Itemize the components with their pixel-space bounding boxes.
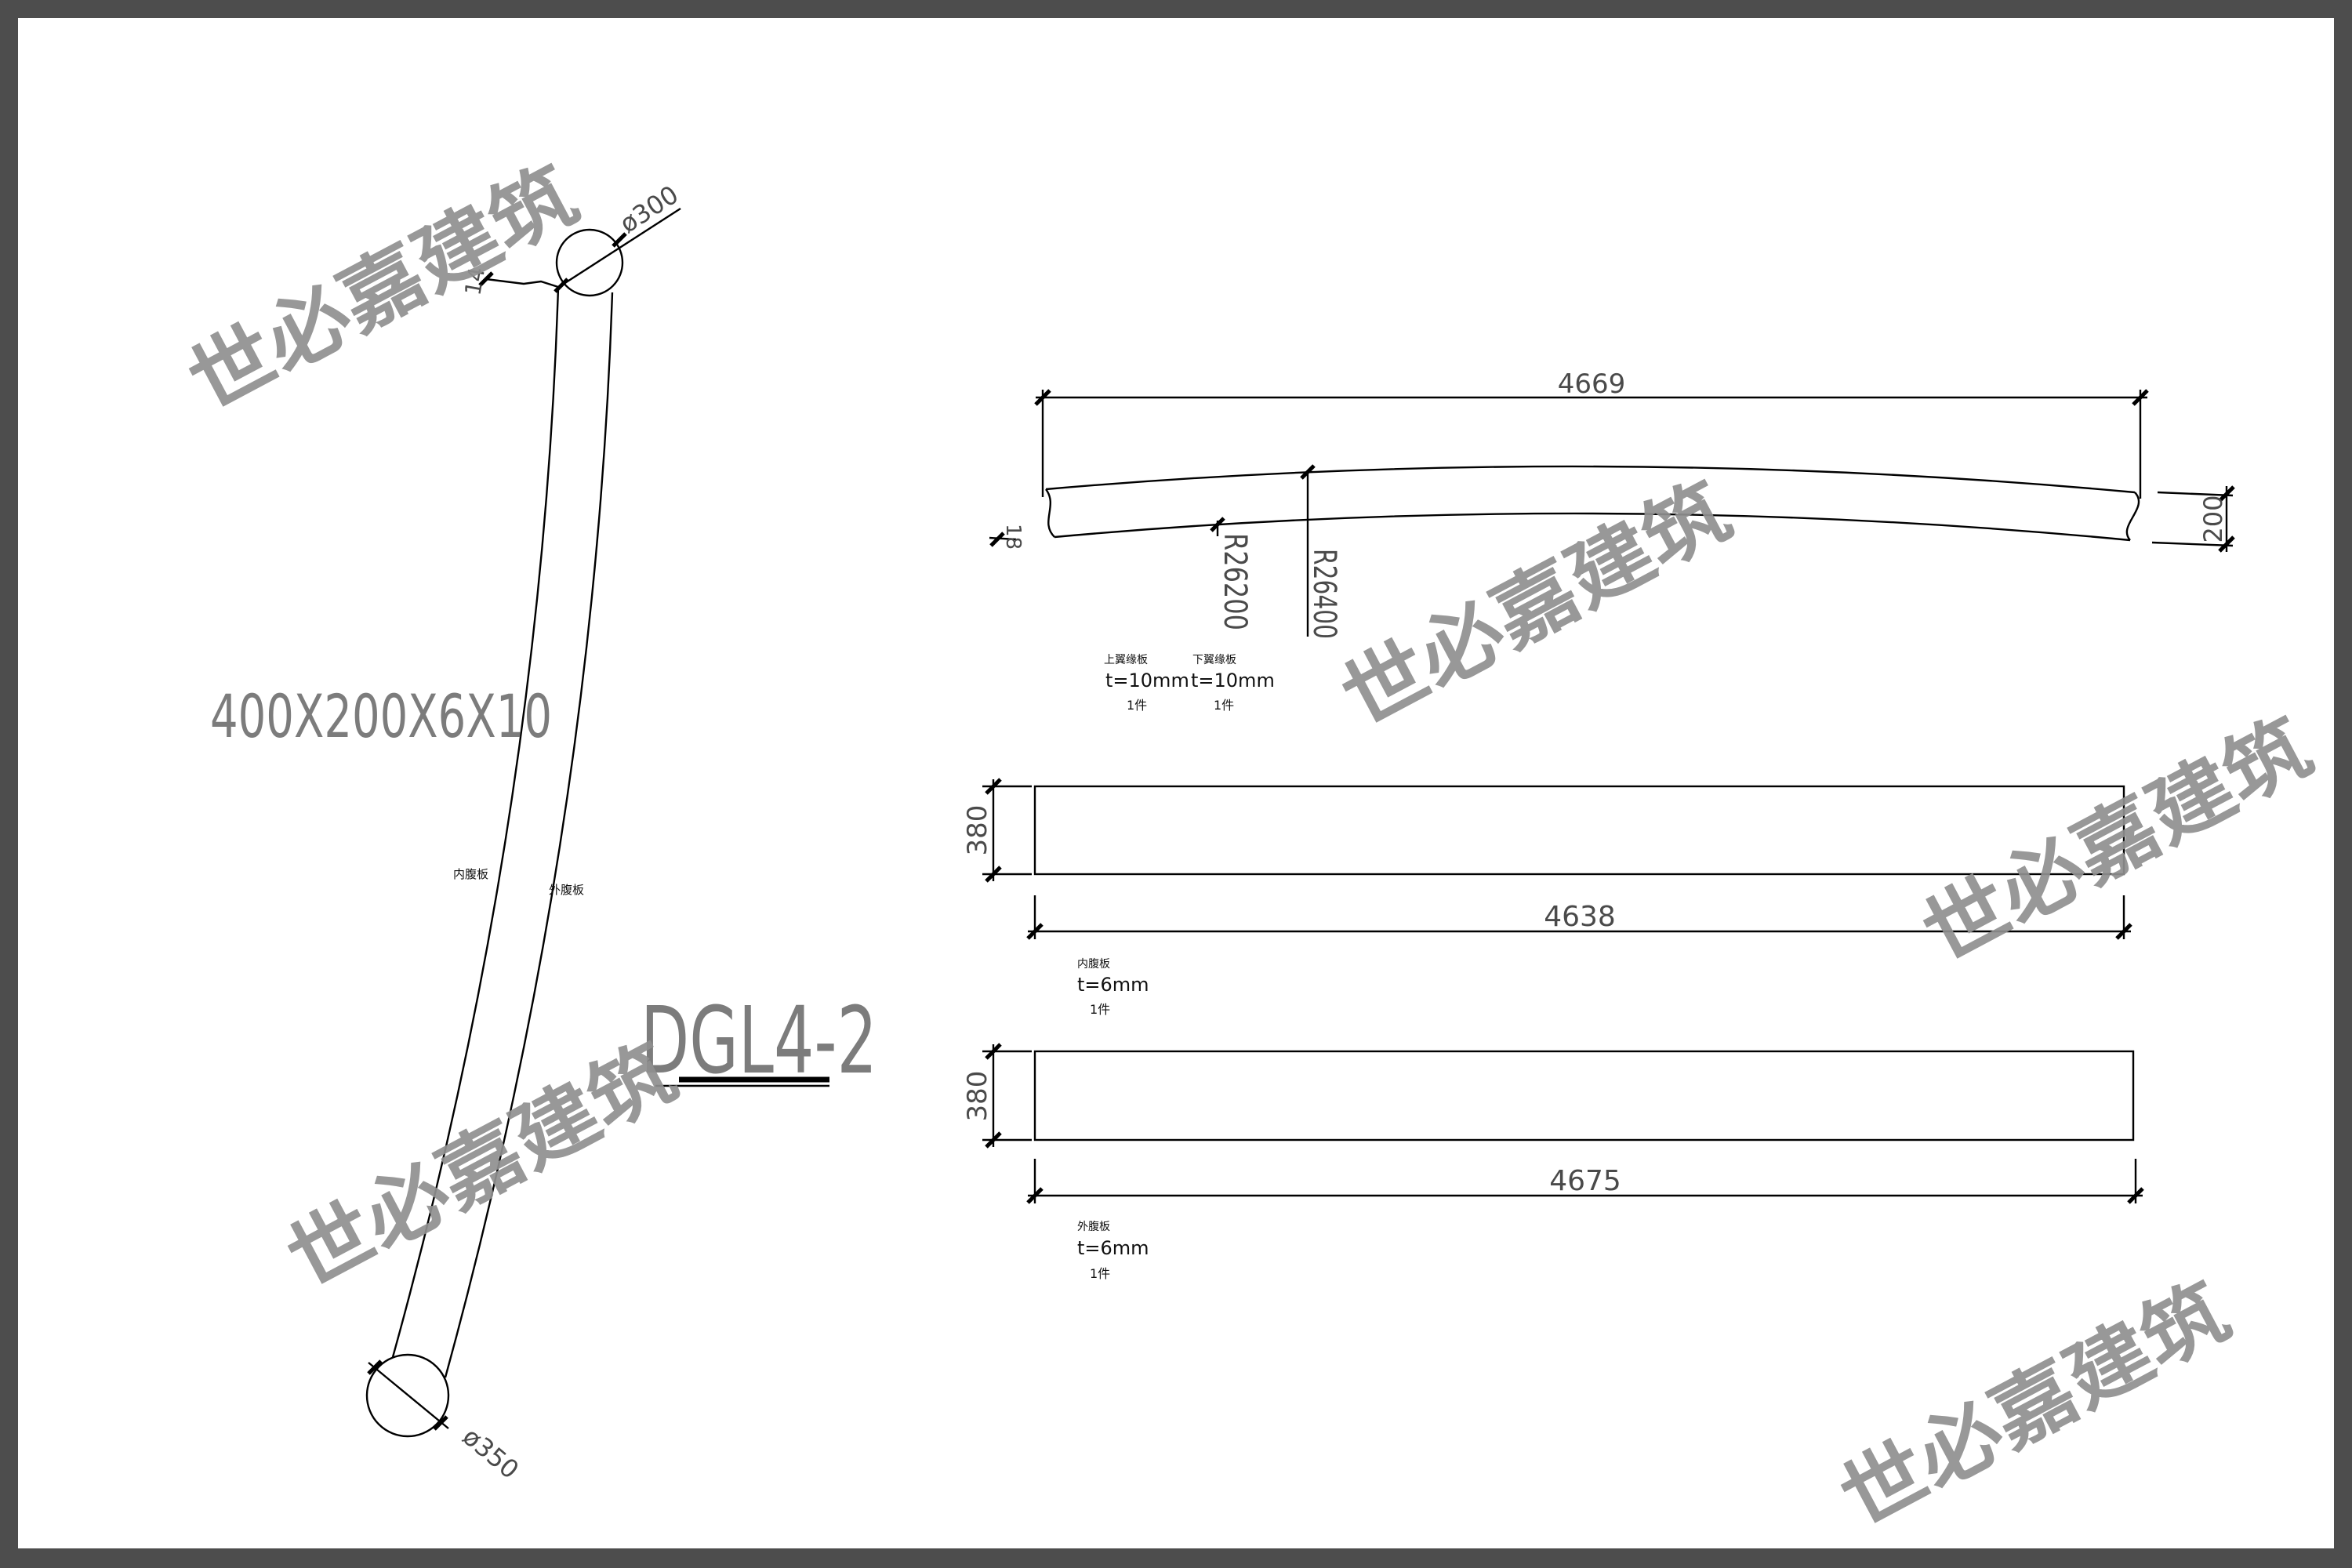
inner-web-height-tick-bottom bbox=[985, 866, 1002, 883]
top-diameter-tick-a bbox=[554, 278, 569, 293]
flange-left-break-line bbox=[1045, 488, 1055, 538]
inner-web-plate-outline bbox=[1033, 785, 2125, 876]
member-mark-label: DGL4-2 bbox=[641, 986, 877, 1094]
outer-radius-tick bbox=[1300, 464, 1316, 480]
top-diameter-leader bbox=[561, 207, 681, 287]
end-offset-dim-line bbox=[989, 536, 1017, 541]
flange-width-ext-bottom bbox=[2151, 541, 2234, 547]
bottom-flange-note-thickness: t=10mm bbox=[1191, 670, 1275, 691]
flange-right-break-line bbox=[2125, 492, 2140, 541]
outer-web-height-tick-top bbox=[985, 1043, 1002, 1060]
top-offset-dim-line bbox=[485, 278, 559, 289]
outer-radius-label: R26400 bbox=[1306, 549, 1342, 639]
outer-web-height-dim-label: 380 bbox=[962, 1071, 993, 1122]
inner-web-length-dim-label: 4638 bbox=[1544, 901, 1616, 933]
outer-web-height-tick-bottom bbox=[985, 1131, 1002, 1149]
outer-web-plate-view: 380 4675 外腹板 t=6mm 1件 bbox=[962, 1043, 2144, 1281]
flange-width-ext-top bbox=[2157, 491, 2234, 497]
flange-width-tick-bottom bbox=[2218, 535, 2235, 553]
inner-web-height-tick-top bbox=[985, 778, 1002, 795]
outer-web-length-tick-left bbox=[1026, 1187, 1044, 1204]
flange-inner-arc-edge bbox=[1054, 512, 2131, 542]
top-end-pipe-circle bbox=[555, 228, 624, 297]
flange-length-dim-label: 4669 bbox=[1558, 368, 1626, 400]
inner-web-plate-view: 380 4638 内腹板 t=6mm 1件 bbox=[962, 778, 2132, 1017]
flange-length-tick-right bbox=[2132, 389, 2149, 406]
flange-width-tick-top bbox=[2218, 485, 2235, 503]
bottom-flange-note-name: 下翼缘板 bbox=[1192, 654, 1236, 666]
inner-web-length-tick-right bbox=[2115, 923, 2132, 940]
top-flange-note-thickness: t=10mm bbox=[1105, 670, 1189, 691]
inner-radius-tick bbox=[1210, 517, 1225, 532]
beam-outer-edge-line bbox=[444, 292, 614, 1378]
bottom-diameter-leader bbox=[368, 1362, 449, 1429]
inner-web-side-label: 内腹板 bbox=[453, 867, 488, 881]
inner-radius-label: R26200 bbox=[1217, 533, 1253, 630]
bottom-flange-note-quantity: 1件 bbox=[1214, 698, 1234, 713]
bottom-diameter-tick-a bbox=[367, 1359, 383, 1375]
end-offset-dim-label: 18 bbox=[1001, 524, 1025, 550]
top-flange-note-quantity: 1件 bbox=[1127, 698, 1147, 713]
outer-web-note-name: 外腹板 bbox=[1077, 1220, 1110, 1233]
outer-web-note-quantity: 1件 bbox=[1090, 1266, 1110, 1281]
inner-web-note-quantity: 1件 bbox=[1090, 1002, 1110, 1017]
top-offset-tick bbox=[478, 271, 494, 287]
bottom-end-pipe-circle bbox=[365, 1353, 450, 1438]
beam-inner-edge-line bbox=[391, 287, 560, 1358]
outer-web-side-label: 外腹板 bbox=[549, 883, 584, 897]
outer-web-length-tick-right bbox=[2127, 1187, 2144, 1204]
end-offset-tick bbox=[989, 532, 1005, 547]
top-diameter-tick-b bbox=[612, 232, 627, 248]
inner-web-height-dim-label: 380 bbox=[962, 805, 993, 856]
drawing-paper bbox=[18, 18, 2334, 1548]
section-size-label: 400X200X6X10 bbox=[210, 681, 552, 751]
inner-web-length-tick-left bbox=[1026, 923, 1044, 940]
outer-web-length-dim-label: 4675 bbox=[1549, 1165, 1621, 1197]
outer-web-note-thickness: t=6mm bbox=[1077, 1237, 1149, 1259]
top-offset-dim-label: 14 bbox=[459, 265, 490, 297]
flange-plate-view: 4669 R26200 R26400 18 200 上翼缘板 t=10mm 1件… bbox=[989, 368, 2235, 713]
outer-web-plate-outline bbox=[1033, 1050, 2135, 1142]
flange-width-dim-label: 200 bbox=[2198, 495, 2228, 543]
inner-web-note-thickness: t=6mm bbox=[1077, 974, 1149, 996]
flange-outer-arc-edge bbox=[1045, 465, 2136, 494]
bottom-diameter-tick-b bbox=[433, 1415, 448, 1431]
flange-length-tick-left bbox=[1034, 389, 1051, 406]
top-flange-note-name: 上翼缘板 bbox=[1104, 654, 1148, 666]
inner-web-note-name: 内腹板 bbox=[1077, 957, 1110, 971]
